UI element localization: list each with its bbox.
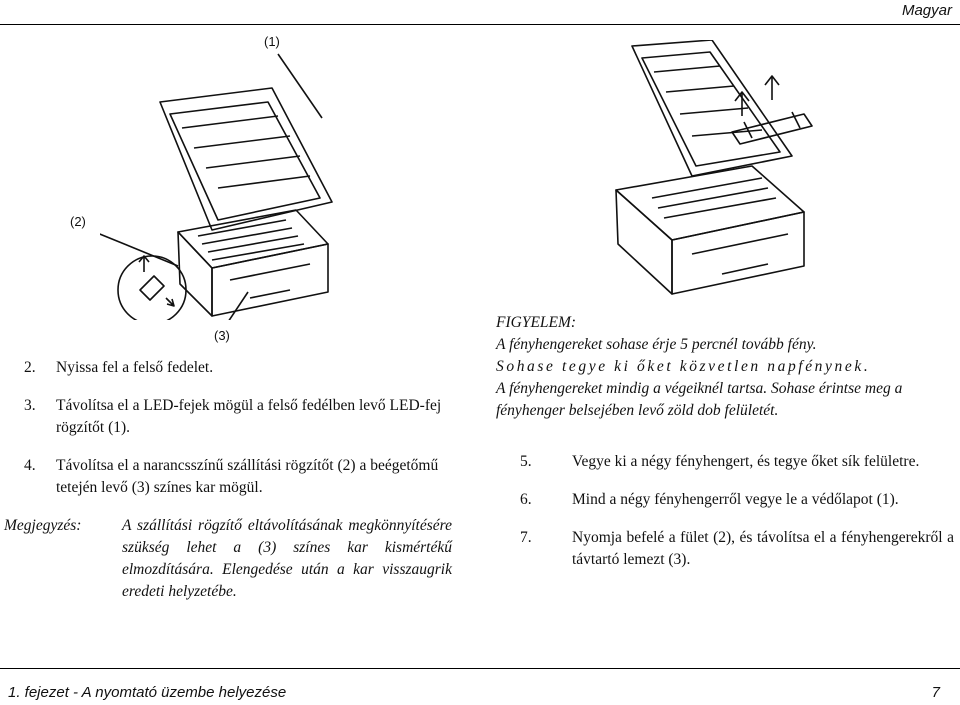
step-text: Nyissa fel a felső fedelet. bbox=[56, 359, 214, 376]
note-block: Megjegyzés: A szállítási rögzítő eltávol… bbox=[4, 515, 452, 603]
warning-title: FIGYELEM: bbox=[496, 314, 577, 331]
callout-2: (2) bbox=[70, 214, 86, 229]
step-number: 5. bbox=[520, 453, 532, 470]
step-number: 7. bbox=[520, 529, 532, 546]
warning-block: FIGYELEM: A fényhengereket sohase érje 5… bbox=[496, 312, 956, 422]
step-6: 6. Mind a négy fényhengerről vegye le a … bbox=[520, 489, 954, 511]
step-4: 4. Távolítsa el a narancsszínű szállítás… bbox=[24, 455, 452, 499]
step-number: 4. bbox=[24, 457, 36, 474]
footer-chapter: 1. fejezet - A nyomtató üzembe helyezése bbox=[8, 684, 287, 701]
step-number: 6. bbox=[520, 491, 532, 508]
step-text: Távolítsa el a narancsszínű szállítási r… bbox=[56, 457, 439, 496]
step-text: Nyomja befelé a fület (2), és távolítsa … bbox=[572, 529, 954, 568]
step-number: 3. bbox=[24, 397, 36, 414]
step-3: 3. Távolítsa el a LED-fejek mögül a fels… bbox=[24, 395, 452, 439]
warning-line-2: Sohase tegye ki őket közvetlen napfényne… bbox=[496, 358, 871, 375]
step-text: Mind a négy fényhengerről vegye le a véd… bbox=[572, 491, 899, 508]
page-number: 7 bbox=[931, 684, 940, 701]
warning-line-3: A fényhengereket mindig a végeiknél tart… bbox=[496, 380, 903, 419]
step-number: 2. bbox=[24, 359, 36, 376]
note-label: Megjegyzés: bbox=[4, 517, 82, 534]
step-2: 2. Nyissa fel a felső fedelet. bbox=[24, 357, 452, 379]
step-text: Vegye ki a négy fényhengert, és tegye ők… bbox=[572, 453, 920, 470]
callout-1: (1) bbox=[264, 34, 280, 49]
warning-line-1: A fényhengereket sohase érje 5 percnél t… bbox=[496, 336, 817, 353]
footer-divider bbox=[0, 668, 960, 669]
step-text: Távolítsa el a LED-fejek mögül a felső f… bbox=[56, 397, 442, 436]
image-drum-removal-illustration bbox=[615, 40, 813, 295]
note-text: A szállítási rögzítő eltávolításának meg… bbox=[122, 517, 452, 600]
callout-3: (3) bbox=[214, 328, 230, 343]
step-7: 7. Nyomja befelé a fület (2), és távolít… bbox=[520, 527, 954, 571]
right-steps: 5. Vegye ki a négy fényhengert, és tegye… bbox=[520, 451, 954, 587]
left-column: 2. Nyissa fel a felső fedelet. 3. Távolí… bbox=[0, 357, 452, 603]
header-divider bbox=[0, 24, 960, 25]
header-language: Magyar bbox=[901, 2, 952, 19]
step-5: 5. Vegye ki a négy fényhengert, és tegye… bbox=[520, 451, 954, 473]
printer-open-cover-illustration bbox=[100, 53, 333, 320]
